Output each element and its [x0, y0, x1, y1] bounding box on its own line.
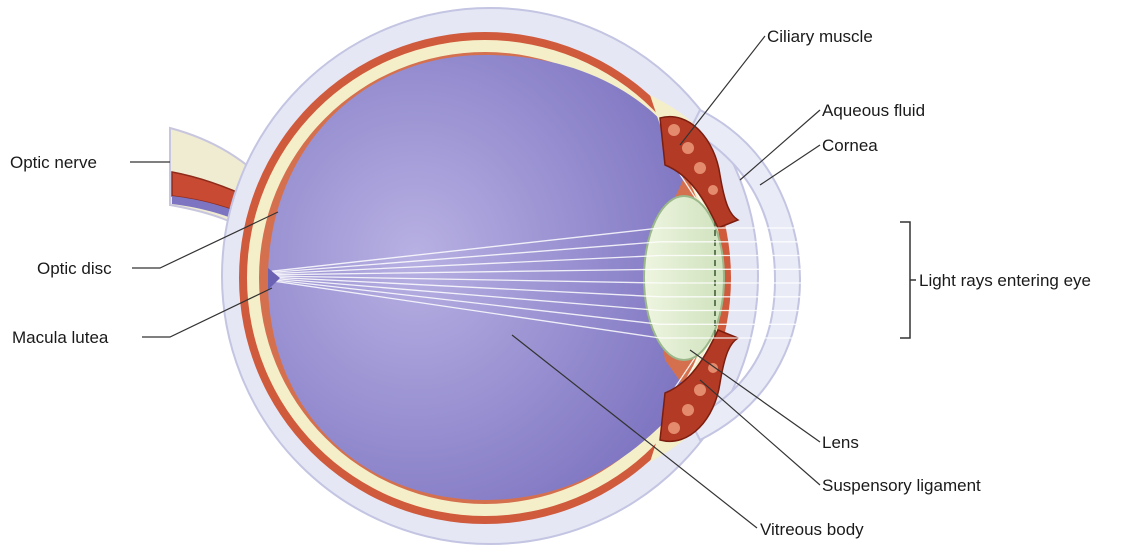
label-optic-disc: Optic disc — [37, 259, 112, 278]
label-optic-nerve: Optic nerve — [10, 153, 97, 172]
label-light-rays: Light rays entering eye — [919, 271, 1091, 290]
light-rays-bracket — [900, 222, 916, 338]
label-vitreous-body: Vitreous body — [760, 520, 864, 539]
lens — [644, 196, 724, 360]
label-lens: Lens — [822, 433, 859, 452]
label-suspensory-ligament: Suspensory ligament — [822, 476, 981, 495]
label-cornea: Cornea — [822, 136, 878, 155]
label-aqueous-fluid: Aqueous fluid — [822, 101, 925, 120]
label-ciliary-muscle: Ciliary muscle — [767, 27, 873, 46]
label-macula-lutea: Macula lutea — [12, 328, 109, 347]
